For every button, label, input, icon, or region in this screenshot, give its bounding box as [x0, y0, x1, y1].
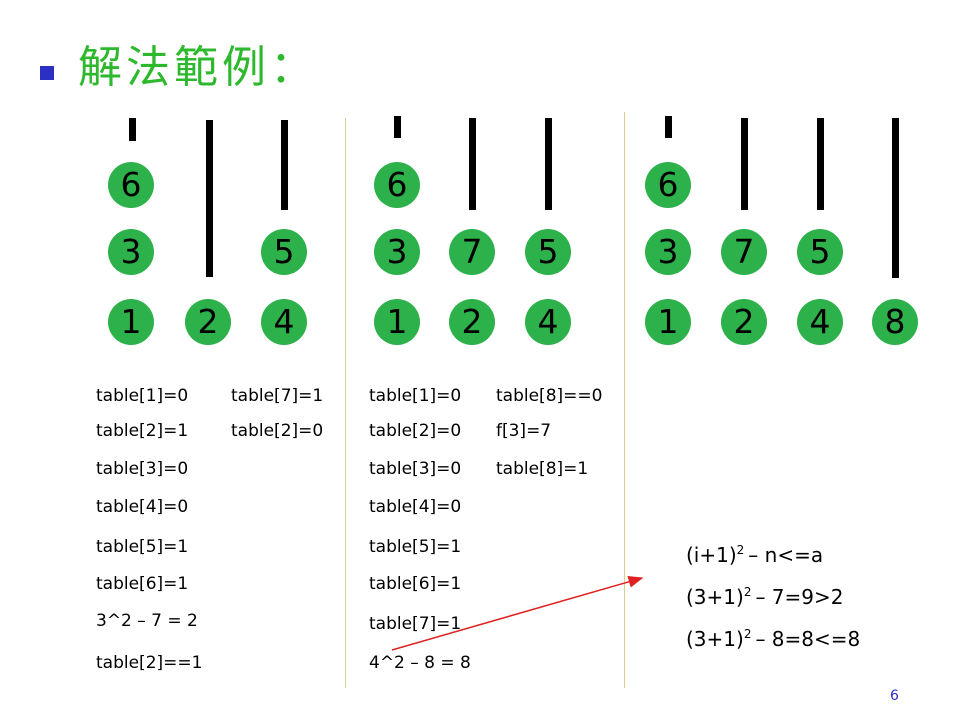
- page-number: 6: [890, 688, 899, 704]
- number-circle: 6: [374, 162, 420, 208]
- table-line: table[1]=0: [369, 386, 462, 406]
- pole-bar: [394, 116, 401, 138]
- number-circle: 4: [261, 299, 307, 345]
- pole-bar: [129, 118, 136, 141]
- number-circle: 6: [108, 162, 154, 208]
- table-line: table[4]=0: [369, 497, 462, 517]
- number-circle: 3: [645, 229, 691, 275]
- table-line: f[3]=7: [496, 421, 552, 441]
- formula-base: (i+1): [686, 543, 737, 567]
- formula-rest: – n<=a: [748, 543, 824, 567]
- formula-base: (3+1): [686, 585, 744, 609]
- table-line: table[7]=1: [369, 614, 462, 634]
- number-circle: 5: [797, 229, 843, 275]
- table-line: table[3]=0: [96, 459, 189, 479]
- formula-line: (3+1)2– 7=9>2: [686, 585, 844, 612]
- number-circle: 2: [185, 299, 231, 345]
- number-circle: 2: [449, 299, 495, 345]
- formula-line: (3+1)2– 8=8<=8: [686, 627, 860, 654]
- formula-exponent: 2: [743, 585, 752, 599]
- table-line: table[2]=0: [231, 421, 324, 441]
- pole-bar: [665, 116, 672, 138]
- formula-exponent: 2: [743, 627, 752, 641]
- number-circle: 3: [374, 229, 420, 275]
- table-line: 3^2 – 7 = 2: [96, 611, 198, 631]
- table-line: 4^2 – 8 = 8: [369, 653, 471, 673]
- number-circle: 4: [525, 299, 571, 345]
- table-line: table[8]=1: [496, 459, 589, 479]
- number-circle: 5: [261, 229, 307, 275]
- number-circle: 2: [721, 299, 767, 345]
- formula-rest: – 8=8<=8: [755, 627, 861, 651]
- number-circle: 1: [645, 299, 691, 345]
- number-circle: 4: [797, 299, 843, 345]
- table-line: table[5]=1: [96, 537, 189, 557]
- panel-separator-1: [345, 118, 346, 688]
- number-circle: 1: [374, 299, 420, 345]
- number-circle: 7: [721, 229, 767, 275]
- number-circle: 1: [108, 299, 154, 345]
- table-line: table[4]=0: [96, 497, 189, 517]
- bullet-square: [40, 66, 54, 80]
- pole-bar: [892, 118, 899, 278]
- pole-bar: [281, 120, 288, 210]
- pole-bar: [741, 118, 748, 210]
- formula-rest: – 7=9>2: [755, 585, 844, 609]
- table-line: table[7]=1: [231, 386, 324, 406]
- pole-bar: [817, 118, 824, 210]
- table-line: table[8]==0: [496, 386, 603, 406]
- formula-line: (i+1)2– n<=a: [686, 543, 823, 570]
- table-line: table[2]==1: [96, 653, 203, 673]
- number-circle: 3: [108, 229, 154, 275]
- formula-base: (3+1): [686, 627, 744, 651]
- number-circle: 8: [872, 299, 918, 345]
- table-line: table[6]=1: [369, 574, 462, 594]
- number-circle: 6: [645, 162, 691, 208]
- pole-bar: [206, 120, 213, 277]
- formula-exponent: 2: [736, 543, 745, 557]
- pole-bar: [469, 118, 476, 210]
- table-line: table[2]=0: [369, 421, 462, 441]
- table-line: table[2]=1: [96, 421, 189, 441]
- arrow-line: [391, 575, 644, 651]
- number-circle: 5: [525, 229, 571, 275]
- table-line: table[3]=0: [369, 459, 462, 479]
- table-line: table[6]=1: [96, 574, 189, 594]
- table-line: table[5]=1: [369, 537, 462, 557]
- pole-bar: [545, 118, 552, 210]
- table-line: table[1]=0: [96, 386, 189, 406]
- slide-title: 解法範例：: [78, 42, 318, 93]
- number-circle: 7: [449, 229, 495, 275]
- panel-separator-2: [624, 112, 625, 688]
